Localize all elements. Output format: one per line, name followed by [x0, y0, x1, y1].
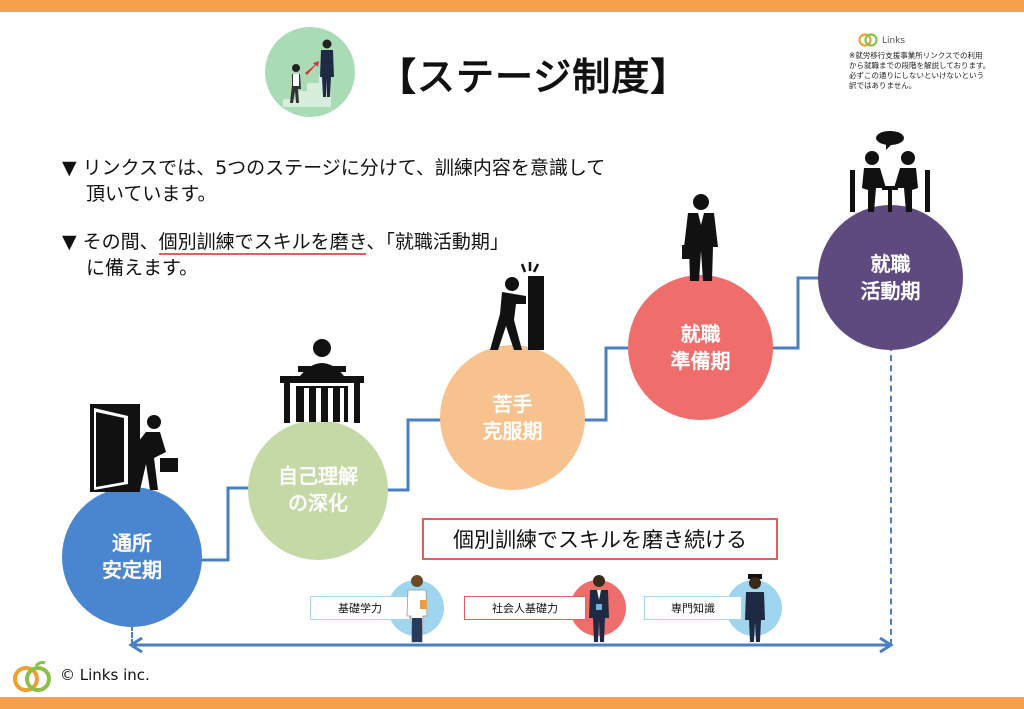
stage-circle-job-preparation: 就職 準備期 — [628, 275, 773, 420]
disclaimer-note: ※就労移行支援事業所リンクスでの利用 から就職までの段階を解説しております。 必… — [849, 51, 1014, 91]
note-line: から就職までの段階を解説しております。 — [849, 61, 991, 70]
stairs-climb-icon — [265, 27, 355, 117]
desk-worker-icon — [280, 339, 364, 423]
timeline-double-arrow — [128, 637, 894, 653]
bullet-text: ▼ その間、個別訓練でスキルを磨き、「就職活動期」 — [62, 231, 509, 255]
stage-circle-job-hunting: 就職 活動期 — [818, 205, 963, 350]
top-accent-bar — [0, 0, 1024, 12]
note-line: 訳ではありません。 — [849, 81, 917, 90]
stage-label: 就職 活動期 — [860, 251, 921, 303]
stage-circle-overcoming-weakness: 苦手 克服期 — [440, 345, 585, 490]
svg-text:Links: Links — [882, 36, 905, 46]
businessman-icon — [682, 194, 718, 281]
stage-label: 自己理解 の深化 — [278, 464, 358, 515]
student-person-icon — [406, 575, 428, 643]
skill-social-fundamentals: 社会人基礎力 — [464, 596, 586, 620]
bottom-accent-bar — [0, 697, 1024, 709]
bullet-text: 頂いています。 — [86, 183, 217, 205]
timeline-start-marker — [131, 625, 133, 645]
timeline-end-marker — [890, 345, 892, 645]
stage-circle-self-understanding: 自己理解 の深化 — [248, 420, 388, 560]
bullet-text: に備えます。 — [86, 257, 199, 279]
door-entry-icon — [90, 404, 178, 492]
copyright-text: © Links inc. — [60, 666, 150, 684]
bullet-stages: ▼ リンクスでは、5つのステージに分けて、訓練内容を意識して 頂いています。 — [62, 155, 605, 207]
skill-specialized-knowledge: 専門知識 — [644, 596, 742, 620]
links-logo-small: Links — [858, 30, 918, 52]
bullet-text: ▼ リンクスでは、5つのステージに分けて、訓練内容を意識して — [62, 157, 606, 179]
stage-label: 通所 安定期 — [102, 531, 162, 582]
wall-push-icon — [490, 262, 544, 350]
underlined-phrase: 個別訓練でスキルを磨き — [158, 231, 367, 255]
office-worker-icon — [589, 575, 609, 642]
interview-icon — [850, 131, 930, 212]
continuous-training-banner: 個別訓練でスキルを磨き続ける — [422, 518, 778, 560]
links-logo — [12, 660, 54, 699]
stage-circle-commute-stability: 通所 安定期 — [62, 487, 202, 627]
bullet-training: ▼ その間、個別訓練でスキルを磨き、「就職活動期」 に備えます。 — [62, 229, 509, 281]
skill-basic-academics: 基礎学力 — [310, 596, 410, 620]
note-line: 必ずこの通りにしないといけないという — [849, 71, 984, 80]
stage-label: 苦手 克服期 — [482, 391, 543, 443]
note-line: ※就労移行支援事業所リンクスでの利用 — [849, 51, 983, 60]
stage-label: 就職 準備期 — [670, 321, 731, 373]
page-title: 【ステージ制度】 — [378, 55, 690, 99]
specialist-person-icon — [745, 574, 765, 642]
